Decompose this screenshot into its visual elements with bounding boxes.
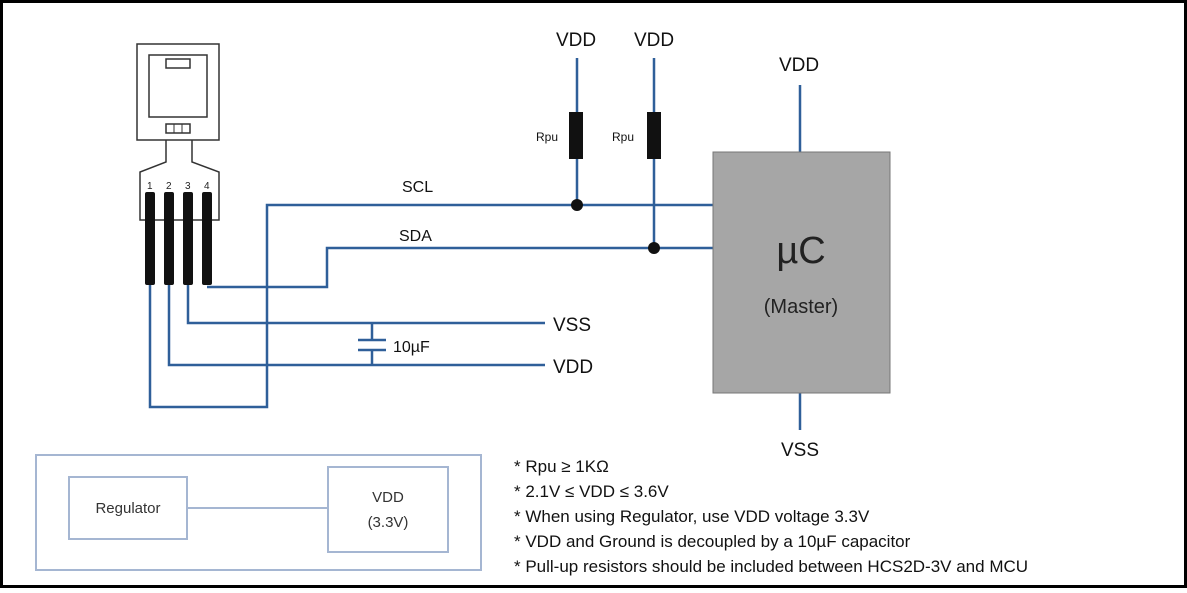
pin-number-2: 2 xyxy=(166,181,172,192)
scl-wire xyxy=(148,203,713,409)
capacitor-label: 10µF xyxy=(393,339,430,356)
pin-number-3: 3 xyxy=(185,181,191,192)
pullup-vdd-label-2: VDD xyxy=(634,30,674,51)
note-line-5: * Pull-up resistors should be included b… xyxy=(514,557,1028,576)
sda-label: SDA xyxy=(399,228,432,245)
sensor-pin-1 xyxy=(145,192,155,285)
sensor-vent xyxy=(165,123,191,134)
regulator-block: Regulator VDD (3.3V) xyxy=(35,454,482,571)
notes: * Rpu ≥ 1KΩ * 2.1V ≤ VDD ≤ 3.6V * When u… xyxy=(514,457,1028,576)
vdd-rail-label: VDD xyxy=(553,357,593,378)
mcu-subtitle: (Master) xyxy=(764,296,838,318)
vdd-box-label: VDD xyxy=(372,489,404,506)
sensor-package: 1 2 3 4 xyxy=(136,43,220,285)
pullup-label-2: Rpu xyxy=(612,130,634,144)
pullup-resistor-2 xyxy=(647,112,661,159)
vdd-wire xyxy=(167,285,545,367)
vss-wire xyxy=(186,285,545,325)
scl-label: SCL xyxy=(402,179,433,196)
note-line-3: * When using Regulator, use VDD voltage … xyxy=(514,507,870,526)
note-line-1: * Rpu ≥ 1KΩ xyxy=(514,457,609,476)
vdd-box-voltage: (3.3V) xyxy=(368,514,409,531)
pin-number-4: 4 xyxy=(204,181,210,192)
note-line-4: * VDD and Ground is decoupled by a 10µF … xyxy=(514,532,911,551)
scl-junction-dot xyxy=(571,199,583,211)
sensor-pin-2 xyxy=(164,192,174,285)
mcu-box xyxy=(712,151,891,394)
mcu-vdd-label: VDD xyxy=(779,55,819,76)
regulator-box xyxy=(68,476,188,540)
sensor-slot xyxy=(165,58,191,69)
sensor-pin-4 xyxy=(202,192,212,285)
sensor-pin-3 xyxy=(183,192,193,285)
pullup-label-1: Rpu xyxy=(536,130,558,144)
sda-wire xyxy=(207,246,713,289)
note-line-2: * 2.1V ≤ VDD ≤ 3.6V xyxy=(514,482,669,501)
mcu-vss-label: VSS xyxy=(781,440,819,461)
regulator-label: Regulator xyxy=(95,500,160,517)
pullup-vdd-label-1: VDD xyxy=(556,30,596,51)
sensor-neck xyxy=(139,140,220,221)
pin-number-1: 1 xyxy=(147,181,153,192)
mcu-title: µC xyxy=(776,230,825,272)
vss-rail-label: VSS xyxy=(553,315,591,336)
pullup-resistor-1 xyxy=(569,112,583,159)
sda-junction-dot xyxy=(648,242,660,254)
wiring xyxy=(148,58,802,430)
vdd-box xyxy=(327,466,449,553)
microcontroller: µC (Master) xyxy=(712,151,891,394)
